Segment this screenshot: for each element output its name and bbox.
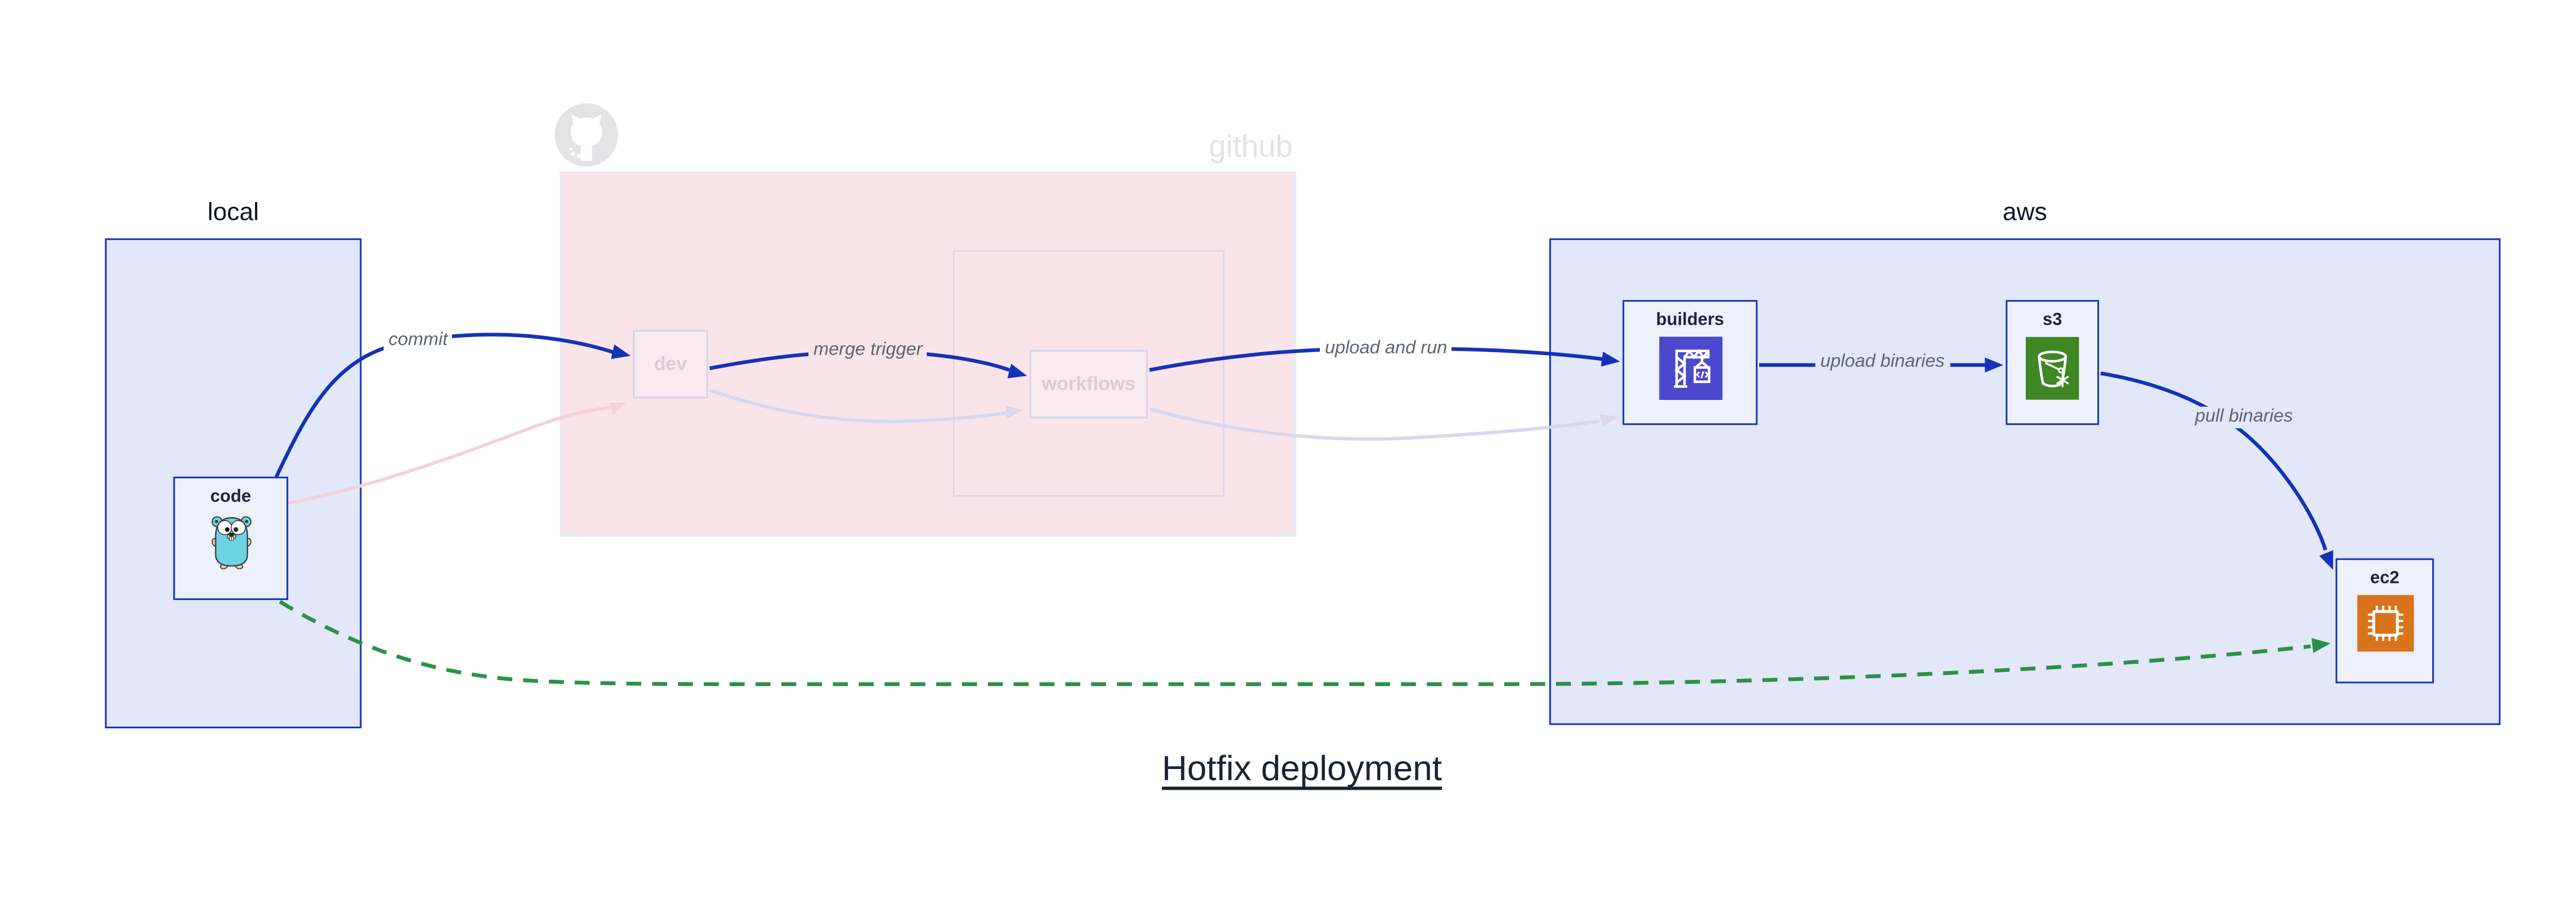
node-ec2: ec2 [2335, 558, 2434, 683]
aws-s3-bucket-icon [2025, 337, 2079, 400]
github-group-label: github [1209, 128, 1293, 163]
node-code-label: code [210, 487, 251, 507]
diagram-title: Hotfix deployment [1162, 750, 1442, 789]
node-dev-label: dev [654, 354, 687, 374]
node-s3-label: s3 [2042, 310, 2062, 330]
node-dev: dev [633, 330, 708, 398]
edge-label-commit: commit [383, 330, 453, 352]
edge-pull-binaries-arrow [2100, 371, 2333, 570]
node-builders: builders [1622, 300, 1758, 425]
aws-ec2-icon [2356, 595, 2413, 652]
aws-group-label: aws [2003, 198, 2047, 227]
edge-hotfix-dashed-arrow [279, 600, 2331, 687]
edge-dev-to-workflows-faded [709, 388, 1023, 423]
node-workflows: workflows [1029, 350, 1148, 419]
edge-commit-arrow [273, 332, 631, 481]
edge-code-to-dev-faded [287, 402, 626, 505]
edge-workflows-to-builders-faded [1149, 407, 1618, 441]
edge-label-merge-trigger: merge trigger [808, 340, 928, 362]
node-ec2-label: ec2 [2370, 568, 2400, 589]
github-octocat-icon [554, 103, 618, 167]
node-code: code [173, 476, 289, 600]
edge-label-upload-and-run: upload and run [1319, 338, 1452, 360]
node-builders-label: builders [1656, 310, 1724, 330]
edge-label-pull-binaries: pull binaries [2190, 406, 2298, 429]
go-gopher-icon [211, 516, 251, 570]
node-s3: s3 [2006, 300, 2099, 425]
local-group-label: local [207, 198, 259, 227]
node-workflows-label: workflows [1042, 374, 1136, 394]
aws-codebuild-icon [1658, 337, 1722, 400]
master-group-box [953, 250, 1225, 497]
edge-label-upload-binaries: upload binaries [1815, 352, 1950, 374]
